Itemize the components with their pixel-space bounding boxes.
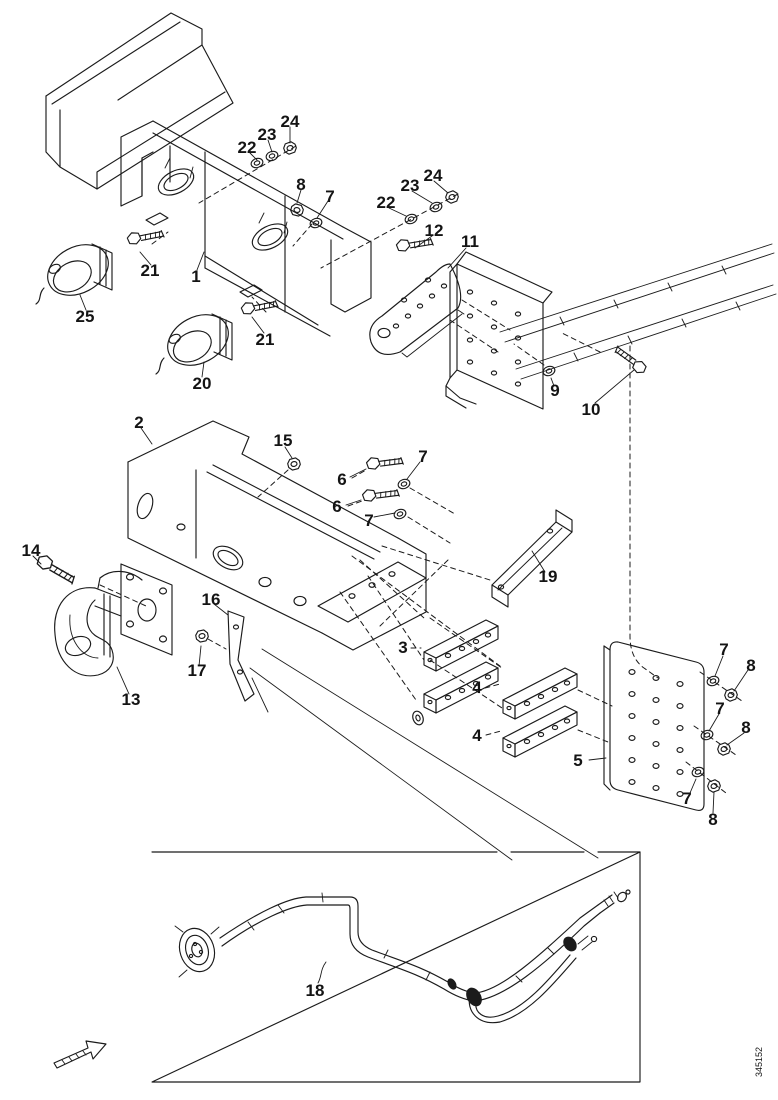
callout-8c: 8 — [741, 718, 750, 737]
frame-rails — [499, 243, 777, 380]
callout-21: 21 — [141, 261, 160, 280]
callout-14: 14 — [22, 541, 41, 560]
callout-7c: 7 — [364, 511, 373, 530]
callout-23b: 23 — [401, 176, 420, 195]
strap-bracket-19 — [491, 509, 573, 608]
lamp-assembly-25 — [35, 234, 118, 306]
callout-7: 7 — [325, 187, 334, 206]
callout-24b: 24 — [424, 166, 443, 185]
callout-leaders — [32, 126, 749, 814]
callout-25: 25 — [76, 307, 95, 326]
callout-7f: 7 — [682, 789, 691, 808]
callout-13: 13 — [122, 690, 141, 709]
callout-20: 20 — [193, 374, 212, 393]
anchor-plate-11 — [369, 263, 511, 358]
callout-16: 16 — [202, 590, 221, 609]
mounting-plate-5 — [603, 641, 705, 811]
callout-1: 1 — [191, 267, 200, 286]
hitch-coupler-13 — [33, 553, 173, 677]
wiring-harness-18 — [174, 889, 631, 1024]
callout-2: 2 — [134, 413, 143, 432]
callout-21b: 21 — [256, 330, 275, 349]
spacer-plates — [412, 619, 578, 758]
callout-11: 11 — [461, 232, 479, 251]
drawing-number: 345152 — [754, 1047, 764, 1077]
callout-6b: 6 — [332, 497, 341, 516]
callout-10: 10 — [582, 400, 601, 419]
fastener-cluster-top — [125, 140, 461, 322]
callout-22: 22 — [238, 138, 257, 157]
callout-8: 8 — [296, 175, 305, 194]
callout-3: 3 — [398, 638, 407, 657]
callout-4b: 4 — [472, 726, 482, 745]
callout-24: 24 — [281, 112, 300, 131]
callout-12: 12 — [425, 221, 444, 240]
callout-4: 4 — [472, 678, 482, 697]
callout-23: 23 — [258, 125, 277, 144]
callout-19: 19 — [539, 567, 558, 586]
fasteners-9-10 — [513, 331, 659, 679]
lamp-assembly-20 — [155, 304, 238, 376]
frame-cross-member — [45, 12, 234, 190]
callout-22b: 22 — [377, 193, 396, 212]
callout-6: 6 — [337, 470, 346, 489]
callout-17: 17 — [188, 661, 207, 680]
callout-9: 9 — [550, 381, 559, 400]
harness-inset — [151, 851, 641, 1083]
callout-15: 15 — [274, 431, 293, 450]
front-direction-arrow-icon — [53, 1040, 107, 1069]
callout-18: 18 — [306, 981, 325, 1000]
callout-7b: 7 — [418, 447, 427, 466]
frame-bracket-channel — [445, 251, 553, 410]
lower-support-weldment-2 — [127, 420, 427, 651]
fasteners-right — [685, 671, 743, 794]
callout-8d: 8 — [708, 810, 717, 829]
callout-8b: 8 — [746, 656, 755, 675]
callout-7e: 7 — [715, 699, 724, 718]
callout-7d: 7 — [719, 640, 728, 659]
assembly-lines — [339, 545, 613, 743]
clamp-bracket-16 — [194, 610, 599, 861]
callout-5: 5 — [573, 751, 582, 770]
fasteners-6-7-15 — [257, 447, 456, 544]
callouts: 22 23 24 8 7 22 23 24 12 11 21 1 25 21 2… — [22, 112, 756, 1000]
